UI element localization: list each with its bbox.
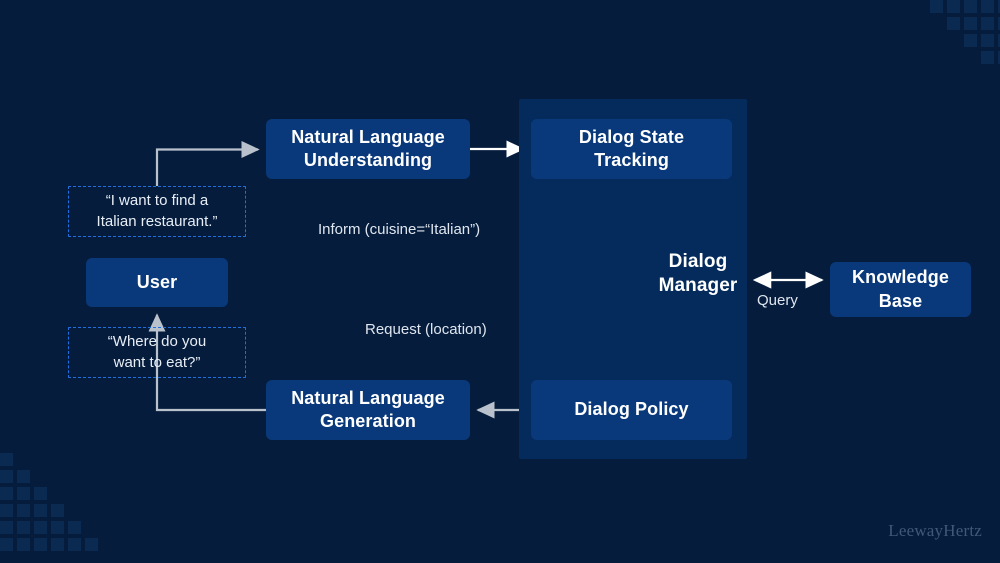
dst-label-line2: Tracking — [594, 150, 669, 170]
node-knowledge-base[interactable]: Knowledge Base — [830, 262, 971, 317]
nlg-label-line1: Natural Language — [291, 387, 445, 408]
decorative-dot-grid-bottom-left — [0, 453, 120, 563]
watermark-leewayhertz: LeewayHertz — [888, 521, 982, 540]
user-input-line1: “I want to find a — [105, 192, 209, 210]
node-natural-language-generation[interactable]: Natural Language Generation — [266, 380, 470, 440]
edge-user-input-to-nlu — [155, 140, 260, 186]
utterance-user-input: “I want to find a Italian restaurant.” — [68, 186, 246, 237]
edge-label-request: Request (location) — [365, 321, 487, 338]
user-input-line2: Italian restaurant.” — [96, 212, 218, 230]
kb-label-line1: Knowledge — [852, 267, 949, 288]
dialog-policy-label: Dialog Policy — [574, 399, 689, 420]
decorative-dot-grid-top-right — [930, 0, 1000, 64]
node-user[interactable]: User — [86, 258, 228, 307]
node-dialog-policy[interactable]: Dialog Policy — [531, 380, 732, 440]
dialog-manager-label-line2: Manager — [658, 275, 738, 297]
dst-label-line1: Dialog State — [578, 126, 685, 147]
system-output-line1: “Where do you — [107, 333, 207, 351]
node-dialog-state-tracking[interactable]: Dialog State Tracking — [531, 119, 732, 179]
edge-label-query: Query — [757, 292, 798, 309]
node-natural-language-understanding[interactable]: Natural Language Understanding — [266, 119, 470, 179]
system-output-line2: want to eat?” — [113, 353, 201, 371]
dialog-manager-label-line1: Dialog — [668, 251, 728, 272]
nlu-label-line2: Understanding — [303, 150, 433, 170]
nlu-label-line1: Natural Language — [291, 126, 445, 147]
utterance-system-output: “Where do you want to eat?” — [68, 327, 246, 378]
user-label: User — [136, 271, 178, 292]
kb-label-line2: Base — [878, 290, 923, 311]
edge-label-inform: Inform (cuisine=“Italian”) — [318, 221, 481, 238]
dialog-manager-label: Dialog Manager — [640, 250, 756, 299]
nlg-label-line2: Generation — [319, 411, 417, 431]
